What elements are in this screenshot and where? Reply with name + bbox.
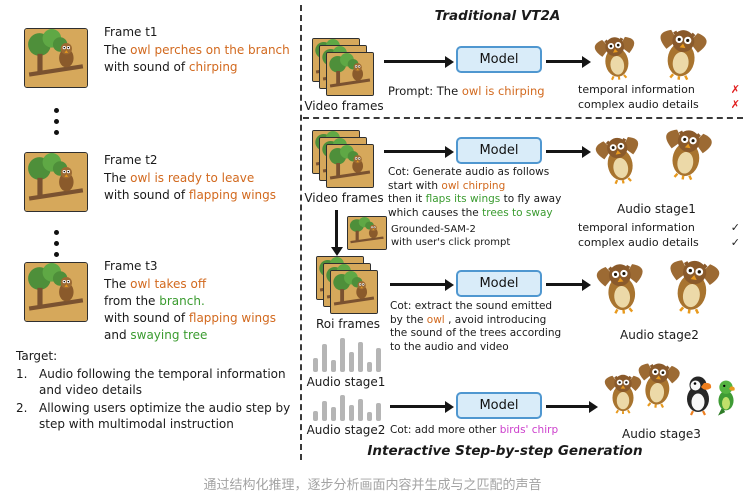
video-frames-stack-1 [312, 38, 376, 98]
audio-stage2-waveform [313, 393, 381, 421]
audio-stage2-waveform-label: Audio stage2 [306, 423, 386, 437]
cross-icon: ✗ [730, 98, 740, 111]
arrow-model-4-to-stage3 [546, 405, 590, 408]
interactive-title: Interactive Step-by-step Generation [367, 443, 643, 459]
audio-stage2-label: Audio stage2 [620, 328, 699, 342]
horizontal-dashed-divider [303, 117, 743, 119]
audio-stage1-waveform-label: Audio stage1 [306, 375, 386, 389]
model-box-3: Model [456, 270, 542, 297]
frame-t1-title: Frame t1 [104, 25, 158, 39]
arrow-model-2-to-stage1 [546, 150, 583, 153]
audio-stage3-label: Audio stage3 [622, 427, 701, 441]
frame-t2-title: Frame t2 [104, 153, 158, 167]
roi-frames-stack [316, 256, 380, 316]
video-frames-label-2: Video frames [304, 191, 384, 205]
vertical-dashed-divider [300, 5, 302, 460]
audio-stage2-owls [594, 255, 723, 316]
grounded-sam2-image [347, 216, 387, 250]
target-item-1: 1. Audio following the temporal informat… [16, 367, 286, 397]
cot-3-text: Cot: add more other birds' chirp [390, 424, 559, 436]
ellipsis-dots-1 [54, 102, 59, 141]
prompt-text: Prompt: The owl is chirping [388, 84, 545, 98]
arrow-roi-to-model-3 [390, 283, 446, 286]
check-complex-audio-details: complex audio details ✗ [578, 98, 740, 111]
arrow-frames-to-roi [335, 210, 338, 248]
check-icon: ✓ [730, 221, 740, 234]
check-icon: ✓ [730, 236, 740, 249]
target-block: Target: 1. Audio following the temporal … [16, 348, 308, 432]
model-box-1: Model [456, 46, 542, 73]
audio-stage1-label: Audio stage1 [617, 202, 696, 216]
arrow-frames-to-model-1 [384, 60, 446, 63]
traditional-vt2a-title: Traditional VT2A [434, 8, 561, 24]
figure-caption: 通过结构化推理，逐步分析画面内容并生成与之匹配的声音 [203, 478, 542, 493]
traditional-output-owls [592, 25, 710, 82]
audio-stage3-birds [603, 359, 735, 416]
frame-t1-image [24, 28, 88, 88]
arrow-model-3-to-stage2 [546, 283, 583, 286]
model-box-4: Model [456, 392, 542, 419]
target-item-2: 2. Allowing users optimize the audio ste… [16, 401, 291, 431]
frame-t3-title: Frame t3 [104, 259, 158, 273]
check-temporal-information: temporal information ✓ [578, 221, 740, 234]
grounded-sam2-note: Grounded-SAM-2 with user's click prompt [391, 224, 511, 248]
traditional-checklist: temporal information ✗ complex audio det… [578, 82, 740, 112]
video-frames-label-1: Video frames [304, 99, 384, 113]
frame-t2-image [24, 152, 88, 212]
check-temporal-information: temporal information ✗ [578, 83, 740, 96]
model-box-2: Model [456, 137, 542, 164]
audio-stage1-waveform [313, 336, 381, 372]
arrow-frames-to-model-2 [384, 150, 446, 153]
video-frames-stack-2 [312, 130, 376, 190]
audio-stage1-owls [592, 125, 715, 186]
cross-icon: ✗ [730, 83, 740, 96]
arrow-model-1-to-output [546, 60, 583, 63]
check-complex-audio-details: complex audio details ✓ [578, 236, 740, 249]
ellipsis-dots-2 [54, 224, 59, 263]
arrow-audio-to-model-4 [390, 405, 446, 408]
interactive-checklist: temporal information ✓ complex audio det… [578, 220, 740, 250]
frame-t3-image [24, 262, 88, 322]
roi-frames-label: Roi frames [315, 317, 381, 331]
target-title: Target: [16, 349, 58, 363]
